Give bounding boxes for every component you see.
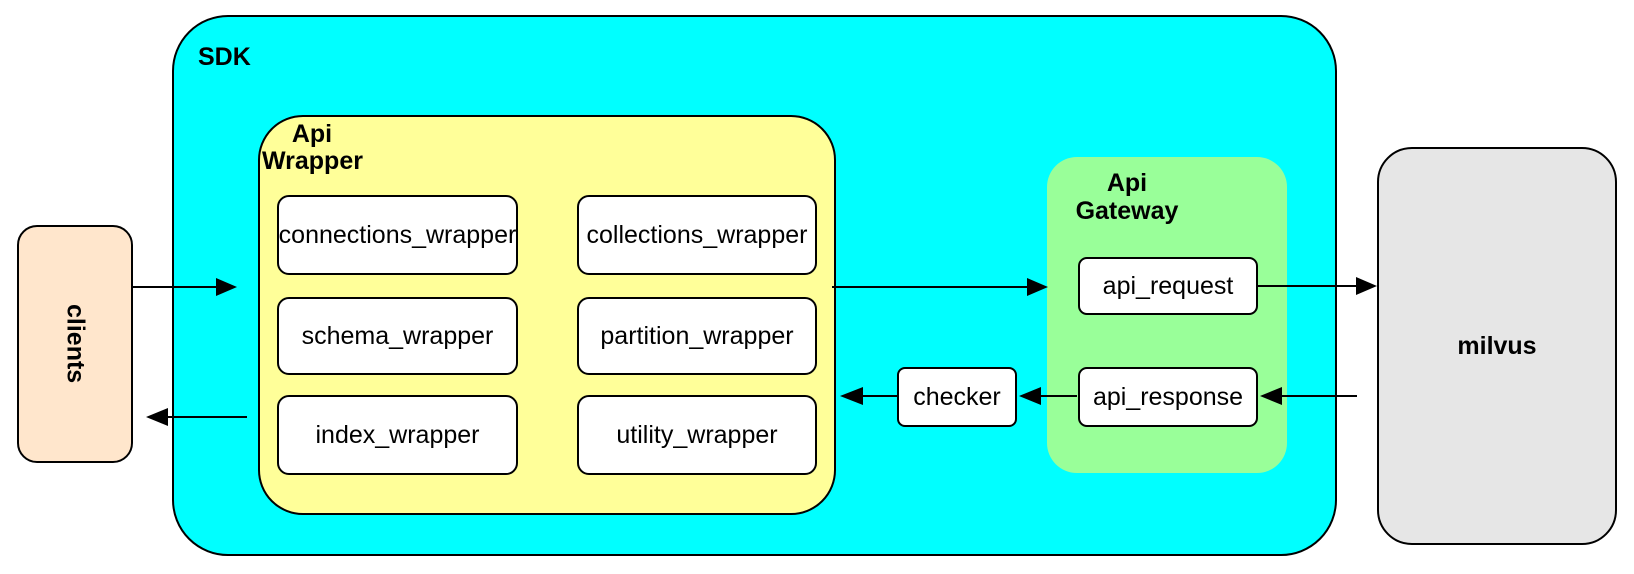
node-utility-wrapper: utility_wrapper <box>577 395 817 475</box>
api-request-label: api_request <box>1102 271 1234 300</box>
utility-wrapper-label: utility_wrapper <box>616 420 778 449</box>
node-index-wrapper: index_wrapper <box>277 395 518 475</box>
api-gateway-label-line1: Api <box>1106 169 1148 197</box>
checker-label: checker <box>913 382 1001 411</box>
node-clients: clients <box>17 225 133 463</box>
api-response-label: api_response <box>1092 382 1244 411</box>
sdk-label: SDK <box>198 43 251 71</box>
api-wrapper-label-line2: Wrapper <box>262 147 363 175</box>
api-gateway-label-line2: Gateway <box>1075 197 1179 225</box>
collections-wrapper-label: collections_wrapper <box>586 220 808 249</box>
clients-label: clients <box>61 304 90 384</box>
milvus-label: milvus <box>1457 331 1537 360</box>
api-wrapper-label-line1: Api <box>291 120 333 148</box>
node-api-response: api_response <box>1078 367 1258 427</box>
index-wrapper-label: index_wrapper <box>315 420 480 449</box>
api-wrapper-label: Api Wrapper <box>262 120 363 175</box>
node-checker: checker <box>897 367 1017 427</box>
schema-wrapper-label: schema_wrapper <box>301 321 494 350</box>
node-collections-wrapper: collections_wrapper <box>577 195 817 275</box>
node-milvus: milvus <box>1377 147 1617 545</box>
node-connections-wrapper: connections_wrapper <box>277 195 518 275</box>
node-api-request: api_request <box>1078 257 1258 315</box>
node-schema-wrapper: schema_wrapper <box>277 297 518 375</box>
api-gateway-label: Api Gateway <box>1047 169 1207 225</box>
connections-wrapper-label: connections_wrapper <box>278 220 517 249</box>
partition-wrapper-label: partition_wrapper <box>600 321 794 350</box>
node-partition-wrapper: partition_wrapper <box>577 297 817 375</box>
